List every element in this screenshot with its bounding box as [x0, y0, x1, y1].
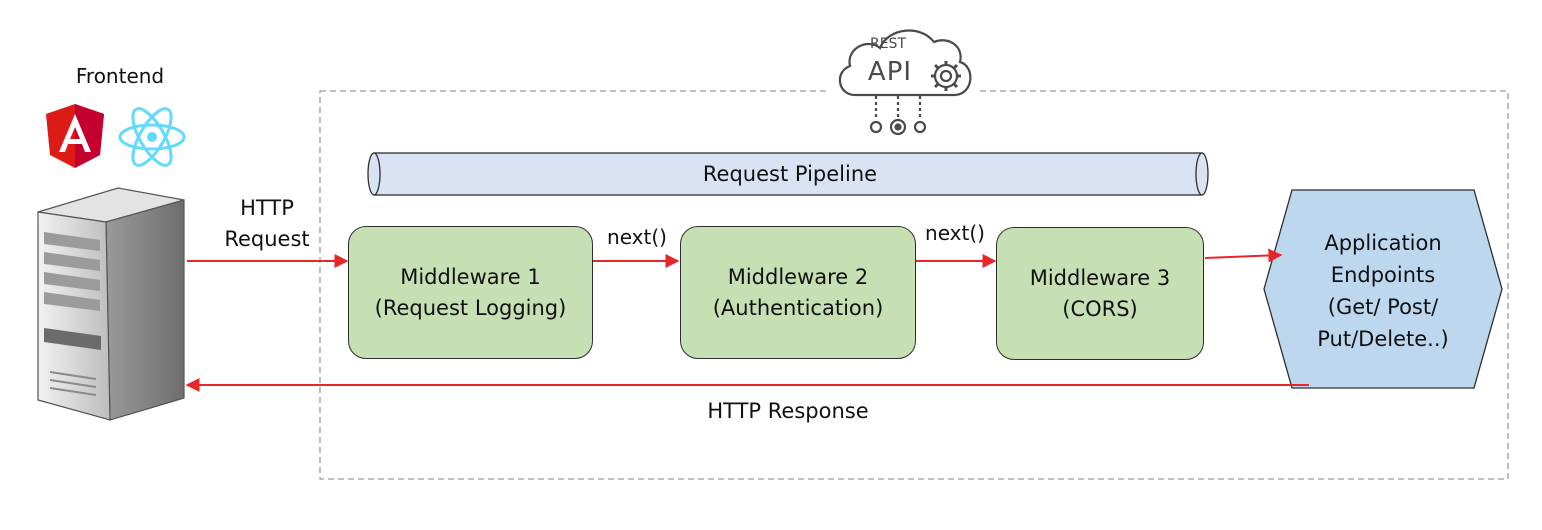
middleware-1-subtitle: (Request Logging) — [374, 295, 567, 320]
application-endpoints-hexagon — [1263, 189, 1503, 389]
pipeline-label: Request Pipeline — [702, 162, 878, 186]
http-request-line1: HTTP — [240, 196, 294, 220]
middleware-1-title: Middleware 1 — [400, 264, 541, 289]
middleware-2-box: Middleware 2 (Authentication) — [680, 226, 916, 359]
frontend-label: Frontend — [75, 64, 165, 88]
middleware-3-title: Middleware 3 — [1029, 265, 1171, 290]
middleware-2-title: Middleware 2 — [727, 264, 869, 289]
request-pipeline-cylinder — [367, 152, 1209, 196]
middleware-3-subtitle: (CORS) — [1062, 296, 1138, 321]
endpoints-label: Application Endpoints (Get/ Post/ Put/De… — [1293, 227, 1473, 355]
endpoints-line-2: Endpoints — [1330, 263, 1436, 287]
next-label-1: next() — [607, 225, 667, 249]
next-label-2: next() — [925, 221, 985, 245]
endpoints-line-1: Application — [1324, 231, 1442, 255]
rest-label: REST — [869, 36, 906, 52]
api-label: API — [867, 57, 913, 87]
middleware-3-box: Middleware 3 (CORS) — [996, 227, 1204, 360]
http-response-label: HTTP Response — [707, 399, 869, 423]
cloud-api-gear-icon — [838, 29, 972, 136]
http-request-label: HTTP Request — [212, 193, 322, 255]
endpoints-line-3: (Get/ Post/ — [1327, 295, 1439, 319]
endpoints-line-4: Put/Delete..) — [1317, 327, 1449, 351]
middleware-1-box: Middleware 1 (Request Logging) — [348, 226, 593, 359]
react-logo-icon — [118, 107, 186, 167]
endpoint-arrow — [1204, 248, 1283, 263]
http-request-line2: Request — [224, 227, 310, 251]
middleware-2-subtitle: (Authentication) — [712, 295, 884, 320]
angular-logo-icon — [46, 104, 104, 168]
server-tower-icon — [37, 187, 185, 421]
